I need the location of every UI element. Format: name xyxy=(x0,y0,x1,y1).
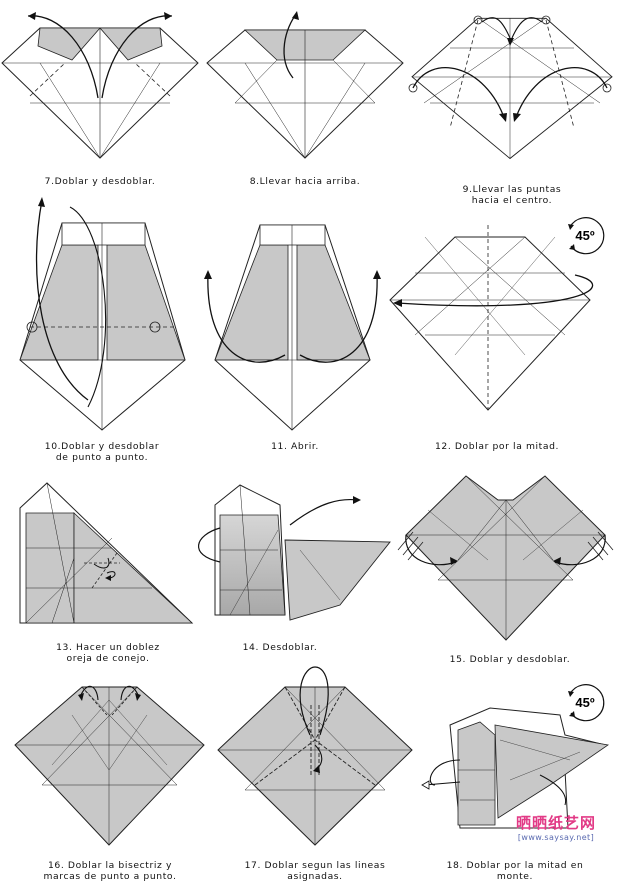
rotation-label: 45º xyxy=(562,228,608,243)
caption-line: 12. Doblar por la mitad. xyxy=(412,441,582,452)
caption-line: 15. Doblar y desdoblar. xyxy=(420,654,600,665)
caption-line: 7.Doblar y desdoblar. xyxy=(20,176,180,187)
rotation-45-badge-top: 45º xyxy=(562,213,608,259)
step-13-diagram xyxy=(12,478,197,638)
caption-step-15: 15. Doblar y desdoblar. xyxy=(420,654,600,665)
caption-line: oreja de conejo. xyxy=(28,653,188,664)
caption-step-12: 12. Doblar por la mitad. xyxy=(412,441,582,452)
caption-line: 17. Doblar segun las lineas xyxy=(225,860,405,871)
caption-line: asignadas. xyxy=(225,871,405,882)
caption-step-18: 18. Doblar por la mitad en monte. xyxy=(430,860,600,882)
caption-line: 16. Doblar la bisectriz y xyxy=(20,860,200,871)
rotation-45-badge-bottom: 45º xyxy=(562,680,608,726)
watermark-title: 晒晒纸艺网 xyxy=(498,812,614,833)
caption-step-10: 10.Doblar y desdoblar de punto a punto. xyxy=(22,441,182,463)
step-16-diagram xyxy=(12,675,207,850)
caption-line: 8.Llevar hacia arriba. xyxy=(225,176,385,187)
caption-line: 9.Llevar las puntas xyxy=(432,184,592,195)
step-15-diagram xyxy=(398,470,613,650)
site-watermark: 晒晒纸艺网 [www.saysay.net] xyxy=(498,812,614,842)
step-10-diagram xyxy=(10,195,195,435)
caption-step-14: 14. Desdoblar. xyxy=(215,642,345,653)
caption-step-9: 9.Llevar las puntas hacia el centro. xyxy=(432,184,592,206)
caption-step-8: 8.Llevar hacia arriba. xyxy=(225,176,385,187)
caption-line: de punto a punto. xyxy=(22,452,182,463)
step-17-diagram xyxy=(215,665,415,850)
step-9-diagram xyxy=(410,8,615,173)
caption-line: 10.Doblar y desdoblar xyxy=(22,441,182,452)
caption-line: monte. xyxy=(430,871,600,882)
step-7-diagram xyxy=(0,8,200,173)
caption-line: marcas de punto a punto. xyxy=(20,871,200,882)
caption-step-16: 16. Doblar la bisectriz y marcas de punt… xyxy=(20,860,200,882)
caption-step-11: 11. Abrir. xyxy=(215,441,375,452)
caption-step-7: 7.Doblar y desdoblar. xyxy=(20,176,180,187)
step-14-diagram xyxy=(190,480,400,630)
caption-line: 14. Desdoblar. xyxy=(215,642,345,653)
watermark-url: [www.saysay.net] xyxy=(498,833,614,842)
caption-line: 18. Doblar por la mitad en xyxy=(430,860,600,871)
caption-step-13: 13. Hacer un doblez oreja de conejo. xyxy=(28,642,188,664)
caption-line: hacia el centro. xyxy=(432,195,592,206)
caption-line: 13. Hacer un doblez xyxy=(28,642,188,653)
rotation-label: 45º xyxy=(562,695,608,710)
caption-step-17: 17. Doblar segun las lineas asignadas. xyxy=(225,860,405,882)
step-8-diagram xyxy=(205,8,405,173)
step-11-diagram xyxy=(200,215,385,435)
caption-line: 11. Abrir. xyxy=(215,441,375,452)
